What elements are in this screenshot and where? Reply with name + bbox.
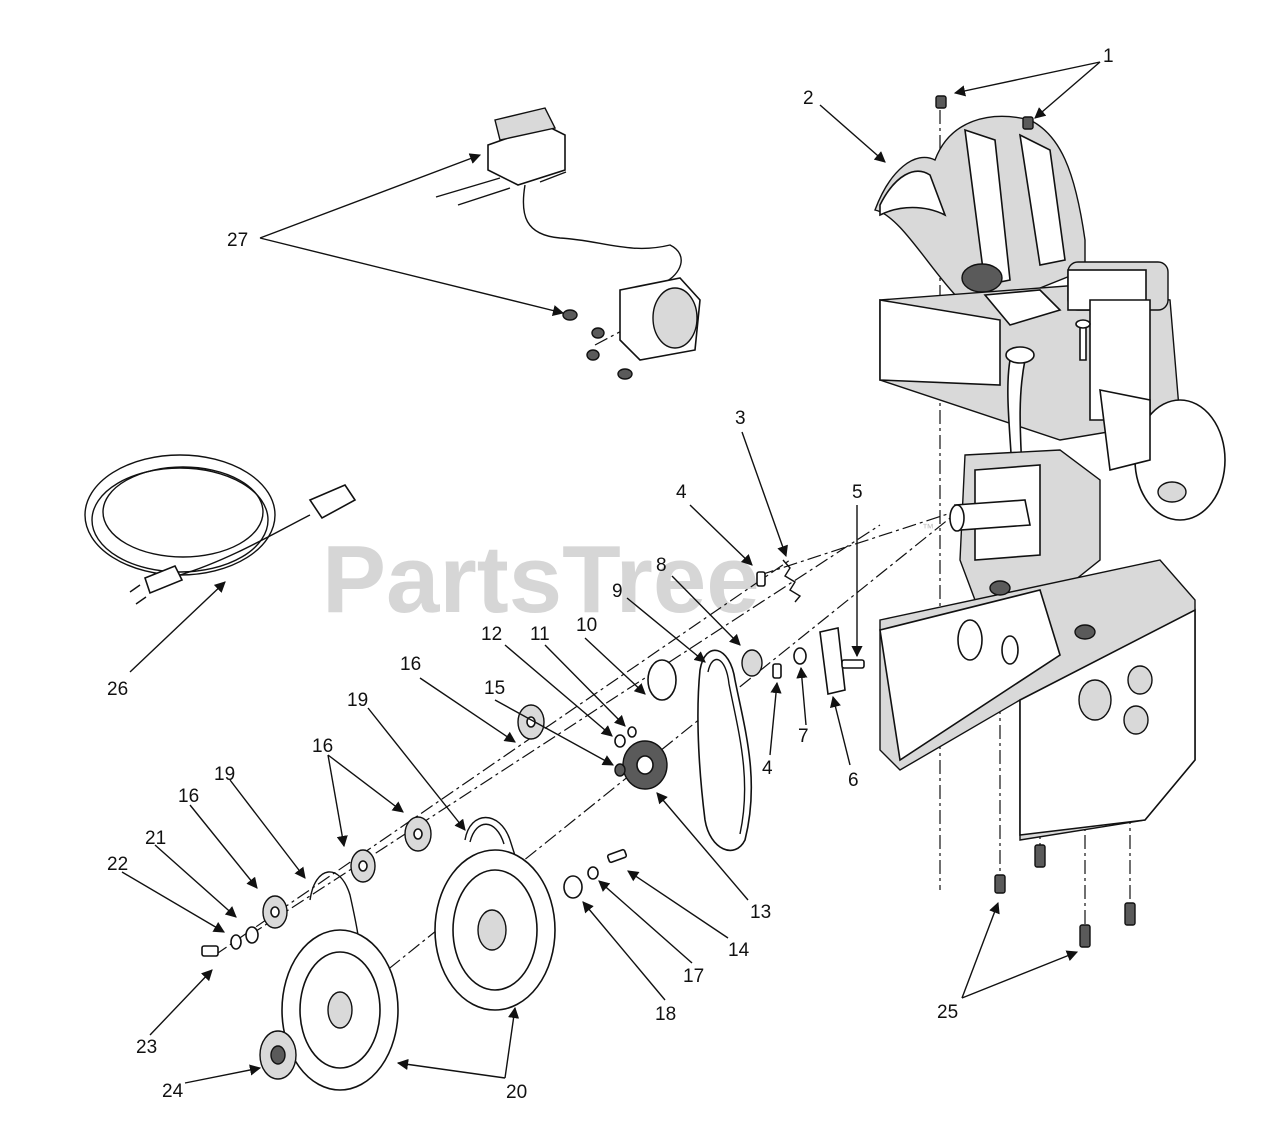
callout-20: 20 — [506, 1082, 527, 1103]
callout-19-a: 19 — [347, 690, 368, 711]
callout-9: 9 — [612, 581, 623, 602]
callout-22: 22 — [107, 854, 128, 875]
callout-1: 1 — [1103, 46, 1114, 67]
small-hardware — [201, 559, 865, 957]
callout-26: 26 — [107, 679, 128, 700]
callout-21: 21 — [145, 828, 166, 849]
callout-4-lower: 4 — [762, 758, 773, 779]
callout-27: 27 — [227, 230, 248, 251]
callout-5: 5 — [852, 482, 863, 503]
callout-11: 11 — [530, 624, 550, 645]
callout-18: 18 — [655, 1004, 676, 1025]
callout-19-b: 19 — [214, 764, 235, 785]
callout-10: 10 — [576, 615, 597, 636]
callout-23: 23 — [136, 1037, 157, 1058]
callout-2: 2 — [803, 88, 814, 109]
extension-cord — [84, 454, 357, 605]
callout-24: 24 — [162, 1081, 184, 1102]
frame-plate — [879, 559, 1196, 841]
callout-14: 14 — [728, 940, 750, 961]
belts-and-pulleys — [259, 649, 753, 1091]
callout-25: 25 — [937, 1002, 958, 1023]
callout-6: 6 — [848, 770, 859, 791]
callout-4-upper: 4 — [676, 482, 687, 503]
callout-16-a: 16 — [400, 654, 421, 675]
callout-7: 7 — [798, 726, 809, 747]
callout-17: 17 — [683, 966, 704, 987]
watermark-trademark: ™ — [922, 521, 934, 535]
callout-3: 3 — [735, 408, 746, 429]
mounting-bolts — [935, 95, 1136, 948]
callout-16-c: 16 — [178, 786, 199, 807]
electric-starter — [435, 107, 701, 380]
callout-8: 8 — [656, 555, 667, 576]
callout-15: 15 — [484, 678, 505, 699]
callout-leaders — [121, 61, 1101, 1084]
callout-12: 12 — [481, 624, 502, 645]
callout-labels: 1 2 3 4 4 5 6 7 8 9 10 11 12 13 14 15 16… — [107, 46, 1114, 1103]
engine-assembly — [874, 115, 1226, 601]
watermark: PartsTree ™ — [322, 521, 934, 633]
watermark-brand: PartsTree — [322, 526, 760, 633]
callout-13: 13 — [750, 902, 771, 923]
callout-16-b: 16 — [312, 736, 333, 757]
